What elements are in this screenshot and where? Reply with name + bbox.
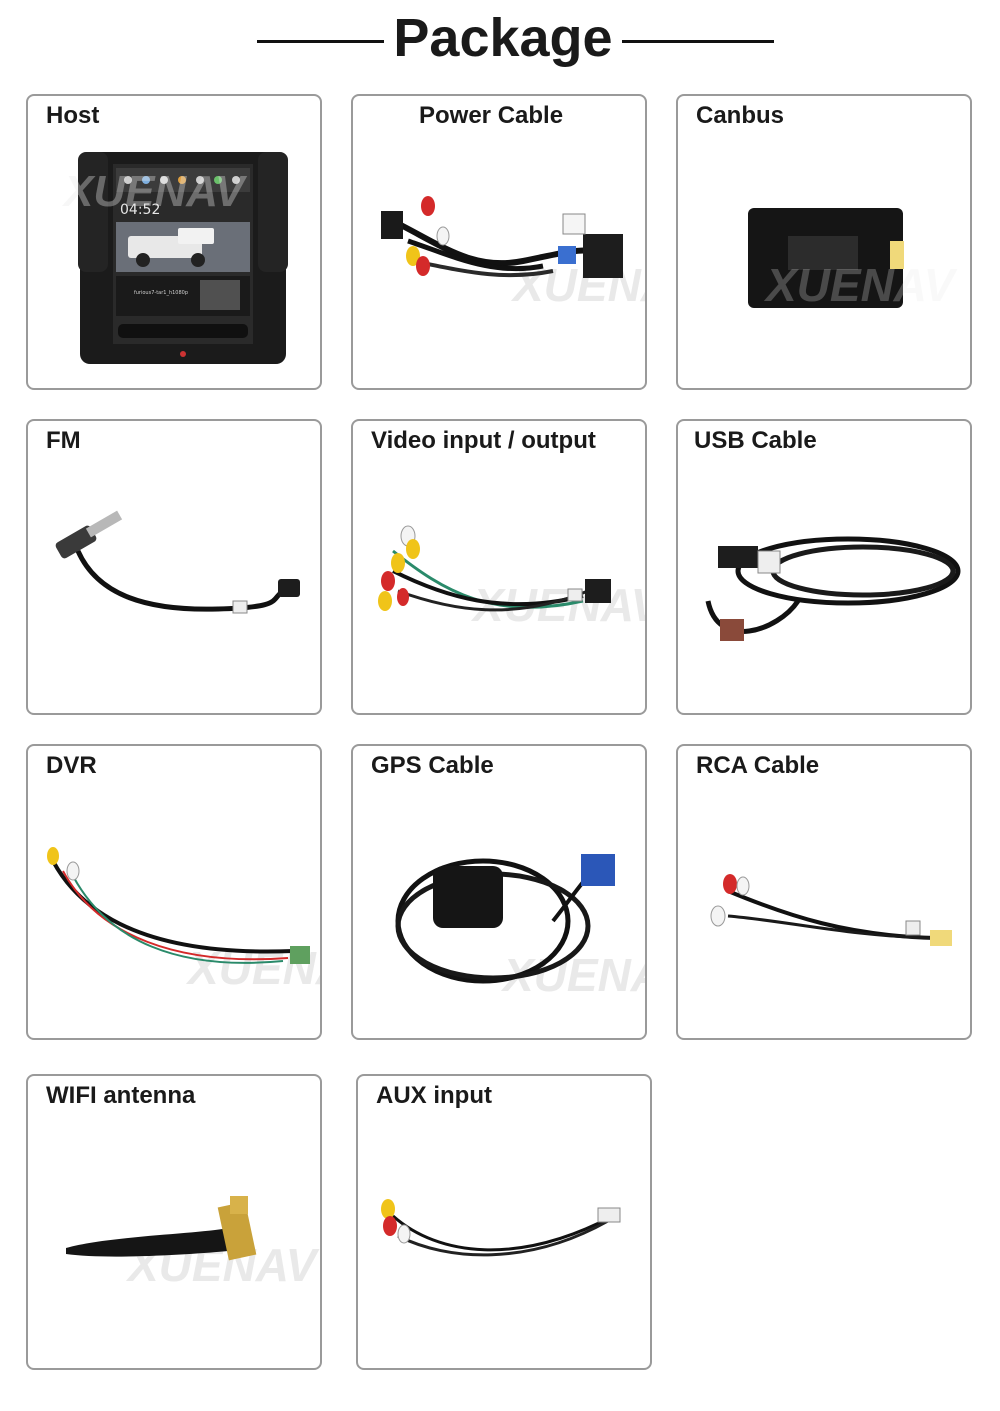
host-clock: 04:52 xyxy=(120,202,160,218)
rca-cable-image xyxy=(710,874,952,946)
watermark: XUENAV xyxy=(61,167,248,216)
item-card-aux-input: AUX input xyxy=(356,1074,652,1370)
item-card-fm: FM xyxy=(26,419,322,715)
item-label: GPS Cable xyxy=(371,752,494,779)
item-card-video-io: XUENAV Video input / output xyxy=(351,419,647,715)
item-label: Power Cable xyxy=(419,102,564,129)
header-rule-right xyxy=(622,40,774,43)
item-label: RCA Cable xyxy=(696,752,820,779)
item-card-wifi-antenna: XUENAV WIFI antenna xyxy=(26,1074,322,1370)
canbus-box-image: XUENAV xyxy=(748,208,958,311)
header-rule-left xyxy=(257,40,384,43)
item-card-host: 04:52 furious7-tar1_h1080p XUENAV Host xyxy=(26,94,322,390)
item-label: Video input / output xyxy=(371,427,596,454)
item-label: WIFI antenna xyxy=(46,1082,196,1109)
item-label: AUX input xyxy=(376,1082,492,1109)
item-label: Canbus xyxy=(696,102,785,129)
aux-cable-image xyxy=(381,1199,621,1257)
item-card-canbus: XUENAV Canbus xyxy=(676,94,972,390)
gps-antenna-image: XUENAV xyxy=(395,854,645,1001)
item-label: Host xyxy=(46,102,100,129)
head-unit-image: 04:52 furious7-tar1_h1080p XUENAV xyxy=(61,152,288,364)
wifi-antenna-image: XUENAV xyxy=(66,1196,320,1291)
fm-adapter-image xyxy=(55,510,300,614)
item-card-power-cable: XUENAV Power Cable xyxy=(351,94,647,390)
dvr-cable-image: XUENAV xyxy=(47,847,320,994)
usb-cable-image xyxy=(705,536,961,641)
item-label: FM xyxy=(46,427,81,454)
power-cable-image: XUENAV xyxy=(381,196,645,311)
host-media-title: furious7-tar1_h1080p xyxy=(134,290,188,296)
item-card-rca-cable: RCA Cable xyxy=(676,744,972,1040)
page-title: Package xyxy=(393,8,613,68)
video-cable-image: XUENAV xyxy=(378,525,645,631)
item-card-gps-cable: XUENAV GPS Cable xyxy=(351,744,647,1040)
item-card-dvr: XUENAV DVR xyxy=(26,744,322,1040)
page-header: Package xyxy=(0,0,1000,80)
item-label: USB Cable xyxy=(694,427,817,454)
item-label: DVR xyxy=(46,752,97,779)
watermark: XUENAV xyxy=(763,259,958,311)
item-card-usb-cable: USB Cable xyxy=(676,419,972,715)
